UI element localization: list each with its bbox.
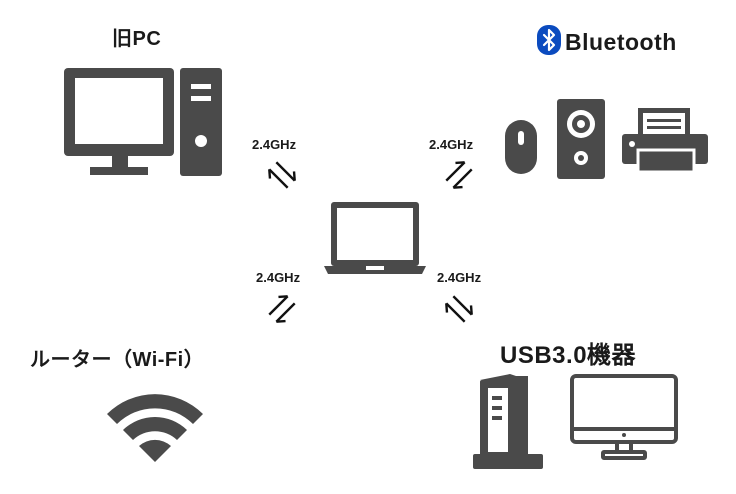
freq-label-router: 2.4GHz (256, 270, 301, 285)
speaker-icon (556, 98, 606, 180)
freq-label-usb: 2.4GHz (437, 270, 482, 285)
laptop-icon (322, 200, 428, 276)
arrow-old-pc (263, 156, 301, 194)
monitor-icon (569, 373, 679, 463)
arrow-router (263, 290, 301, 328)
arrow-usb (440, 290, 478, 328)
bluetooth-icon (537, 25, 561, 55)
wifi-icon (103, 388, 207, 464)
old-pc-label: 旧PC (112, 28, 162, 50)
tower-drive-icon (470, 372, 548, 472)
desktop-pc-icon (60, 64, 230, 180)
bluetooth-label: Bluetooth (565, 29, 677, 55)
printer-icon (620, 106, 712, 176)
freq-label-old-pc: 2.4GHz (252, 137, 297, 152)
freq-label-bluetooth: 2.4GHz (429, 137, 474, 152)
arrow-bluetooth (440, 156, 478, 194)
usb-label: USB3.0機器 (500, 342, 637, 369)
mouse-icon (503, 118, 539, 176)
router-label: ルーター（Wi-Fi） (30, 349, 205, 371)
